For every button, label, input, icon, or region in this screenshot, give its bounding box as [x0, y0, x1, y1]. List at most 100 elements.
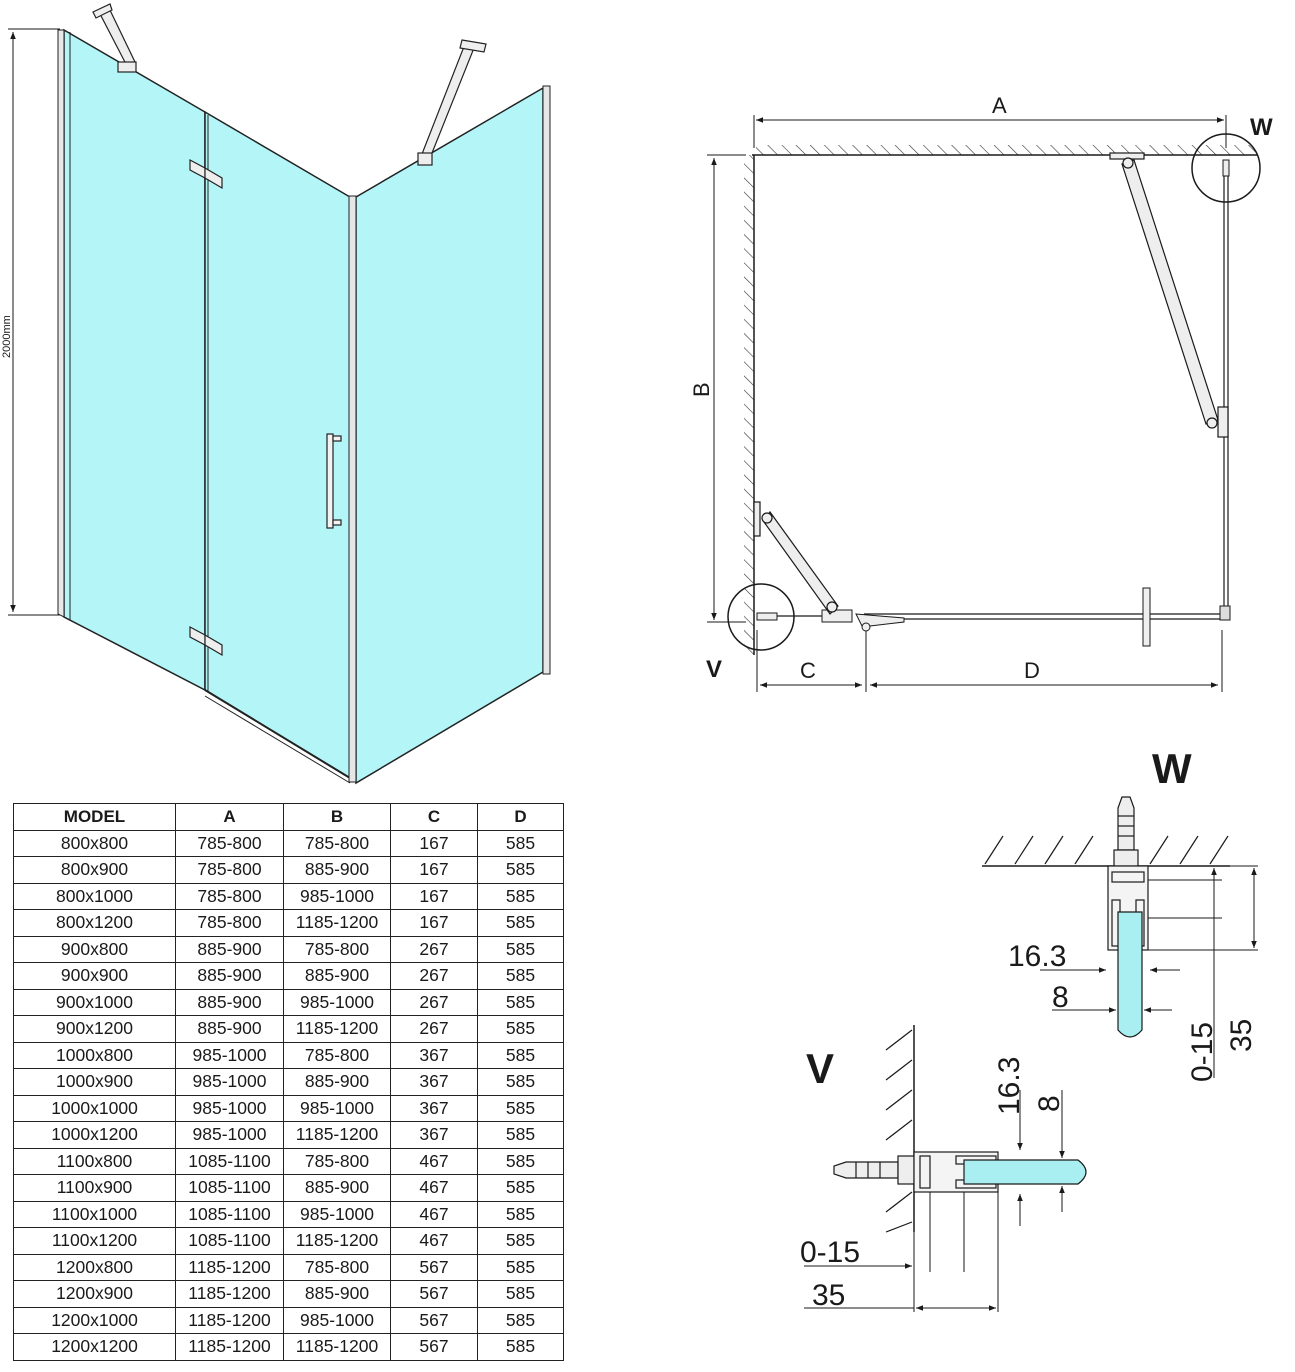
table-cell: 900x800 [13, 935, 176, 963]
detail-circle-v [727, 583, 795, 651]
table-cell: 467 [390, 1200, 478, 1228]
table-cell: 585 [477, 856, 564, 884]
table-cell: 1000x1200 [13, 1121, 176, 1149]
table-cell: 1000x900 [13, 1068, 176, 1096]
table-cell: 885-900 [283, 856, 391, 884]
detail-w: W [982, 745, 1258, 1082]
table-cell: 585 [477, 909, 564, 937]
height-label: 2000mm [1, 315, 13, 358]
table-cell: 585 [477, 1174, 564, 1202]
table-cell: 785-800 [283, 935, 391, 963]
table-cell: 985-1000 [175, 1068, 284, 1096]
table-cell: 785-800 [283, 1147, 391, 1175]
stabilizer-bar-right-icon [417, 39, 487, 166]
table-cell: 885-900 [283, 962, 391, 990]
table-cell: 585 [477, 1015, 564, 1043]
table-cell: 1085-1100 [175, 1147, 284, 1175]
table-cell: 985-1000 [175, 1041, 284, 1069]
side-panel [355, 86, 544, 785]
table-cell: 1100x1000 [13, 1200, 176, 1228]
table-cell: 367 [390, 1094, 478, 1122]
table-cell: 985-1000 [283, 1200, 391, 1228]
table-cell: 785-800 [175, 829, 284, 857]
table-cell: 785-800 [283, 1253, 391, 1281]
table-cell: 167 [390, 829, 478, 857]
table-cell: 885-900 [175, 1015, 284, 1043]
table-cell: 985-1000 [283, 1306, 391, 1334]
table-cell: 1200x1200 [13, 1333, 176, 1361]
table-cell: 1200x1000 [13, 1306, 176, 1334]
table-cell: 985-1000 [283, 1094, 391, 1122]
table-cell: 885-900 [283, 1174, 391, 1202]
table-cell: 1185-1200 [283, 909, 391, 937]
left-fixed-panel [63, 28, 206, 692]
table-cell: 367 [390, 1121, 478, 1149]
table-cell: 1185-1200 [283, 1227, 391, 1255]
plan-stabilizer-top-icon [1109, 152, 1229, 438]
stabilizer-bar-left-icon [92, 3, 137, 73]
table-cell: 800x900 [13, 856, 176, 884]
column-header: B [283, 803, 391, 831]
column-header: C [390, 803, 478, 831]
table-cell: 585 [477, 1147, 564, 1175]
table-cell: 467 [390, 1147, 478, 1175]
table-cell: 567 [390, 1280, 478, 1308]
label-v: V [706, 656, 722, 683]
height-dimension [8, 28, 60, 616]
detail-v-dim-35: 35 [812, 1279, 845, 1312]
table-cell: 585 [477, 988, 564, 1016]
detail-circle-w [1191, 133, 1261, 203]
table-cell: 785-800 [175, 909, 284, 937]
plan-hinge-icon [821, 609, 905, 632]
glass-w [1117, 911, 1143, 1038]
table-cell: 1085-1100 [175, 1174, 284, 1202]
table-cell: 1185-1200 [283, 1333, 391, 1361]
table-cell: 585 [477, 1280, 564, 1308]
detail-w-dim-0-15: 0-15 [1186, 1022, 1219, 1082]
plan-view: A B C D [689, 93, 1273, 692]
table-cell: 585 [477, 935, 564, 963]
detail-v-dim-0-15: 0-15 [800, 1236, 860, 1269]
table-cell: 585 [477, 1200, 564, 1228]
table-cell: 800x1200 [13, 909, 176, 937]
wall-anchor-w-icon [1113, 796, 1139, 867]
table-cell: 585 [477, 882, 564, 910]
detail-v-dim-16-3: 16.3 [993, 1057, 1026, 1115]
plan-handle-icon [1142, 587, 1151, 647]
table-cell: 885-900 [175, 935, 284, 963]
table-cell: 585 [477, 1333, 564, 1361]
table-cell: 985-1000 [283, 882, 391, 910]
table-cell: 1085-1100 [175, 1227, 284, 1255]
table-cell: 785-800 [175, 882, 284, 910]
detail-v-title: V [806, 1045, 834, 1092]
table-cell: 900x1000 [13, 988, 176, 1016]
column-header: D [477, 803, 564, 831]
table-cell: 267 [390, 988, 478, 1016]
table-cell: 467 [390, 1227, 478, 1255]
table-cell: 885-900 [283, 1280, 391, 1308]
detail-w-title: W [1152, 745, 1192, 792]
table-cell: 567 [390, 1306, 478, 1334]
label-b: B [689, 382, 714, 397]
table-cell: 1200x900 [13, 1280, 176, 1308]
table-cell: 1185-1200 [283, 1121, 391, 1149]
table-cell: 1185-1200 [175, 1280, 284, 1308]
table-cell: 585 [477, 1068, 564, 1096]
table-cell: 1000x1000 [13, 1094, 176, 1122]
wall-anchor-v-icon [833, 1155, 915, 1185]
